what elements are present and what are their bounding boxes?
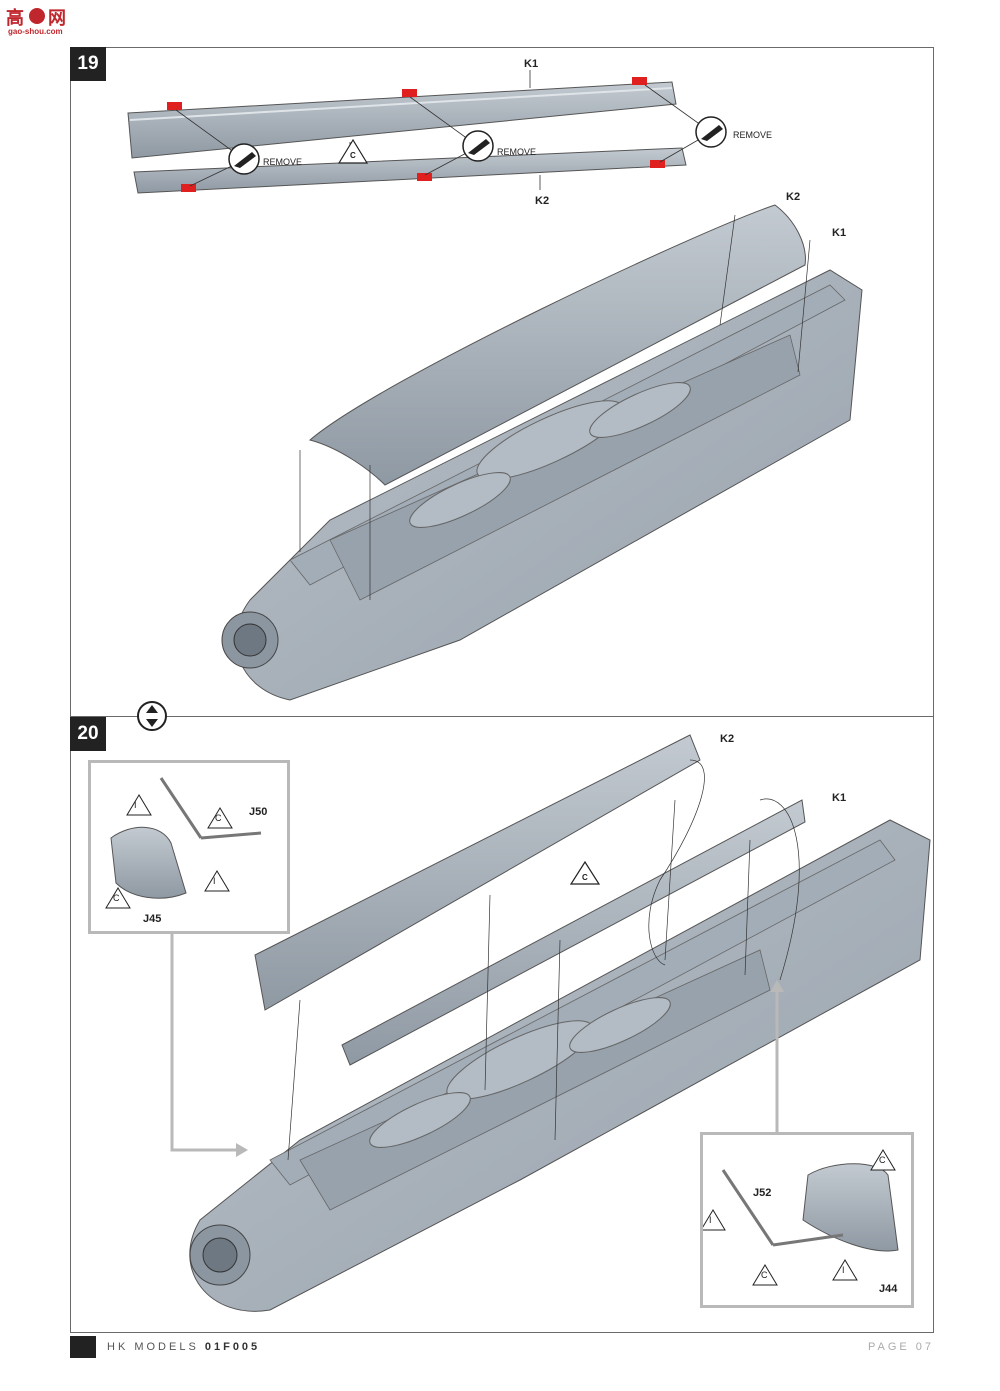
tri-label-c: C	[350, 151, 356, 160]
step-divider	[70, 716, 934, 717]
tri-label-c: C	[215, 813, 222, 823]
red-mark	[167, 102, 182, 110]
tri-label-i: I	[709, 1215, 712, 1225]
svg-text:高: 高	[6, 7, 24, 28]
step-number-20: 20	[70, 717, 106, 751]
assembly-label-k2: K2	[720, 733, 735, 745]
step20-door-k1	[341, 799, 806, 1066]
assembly-label-k1: K1	[832, 792, 847, 804]
assembly-label-k1: K1	[832, 227, 847, 239]
footer-page-number: PAGE 07	[868, 1341, 935, 1353]
part-label-j50: J50	[249, 806, 268, 818]
tri-label-c: C	[879, 1155, 886, 1165]
red-mark	[417, 173, 432, 181]
part-label-j45: J45	[143, 913, 162, 925]
inset-left: I C J50 C I J45	[88, 760, 290, 934]
tri-label-i: I	[213, 876, 216, 886]
tri-label-c: C	[761, 1270, 768, 1280]
red-mark	[650, 160, 665, 168]
remove-label: REMOVE	[497, 147, 537, 157]
instruction-frame	[70, 47, 934, 1333]
step19-fuselage	[221, 269, 863, 701]
step-number-19: 19	[70, 47, 106, 81]
tri-label-c: C	[113, 893, 120, 903]
site-logo: 高 网	[4, 4, 70, 36]
step20-fuselage	[189, 819, 931, 1312]
part-label-k2: K2	[535, 195, 550, 207]
footer-brand: HK MODELS 01F005	[107, 1341, 261, 1353]
inset-right: C J52 I C I J44	[700, 1132, 914, 1308]
step20-door-k2	[254, 734, 701, 1011]
hk-models-logo	[70, 1336, 96, 1358]
red-mark	[402, 89, 417, 97]
assembly-label-k2: K2	[786, 191, 801, 203]
step19-door-assembled	[308, 204, 806, 486]
site-logo-text: gao-shou.com	[8, 27, 63, 36]
step19-door-k2	[133, 147, 687, 194]
tri-label-c: C	[582, 873, 588, 882]
svg-text:网: 网	[48, 8, 66, 28]
part-label-j44: J44	[879, 1283, 898, 1295]
remove-label: REMOVE	[733, 130, 773, 140]
remove-label: REMOVE	[263, 157, 303, 167]
red-mark	[181, 184, 196, 192]
part-label-k1: K1	[524, 58, 539, 70]
tri-label-i: I	[842, 1265, 845, 1275]
step19-door-k1	[127, 81, 677, 159]
red-mark	[632, 77, 647, 85]
flip-icon	[137, 701, 167, 731]
tri-label-i: I	[134, 800, 137, 810]
part-label-j52: J52	[753, 1187, 772, 1199]
